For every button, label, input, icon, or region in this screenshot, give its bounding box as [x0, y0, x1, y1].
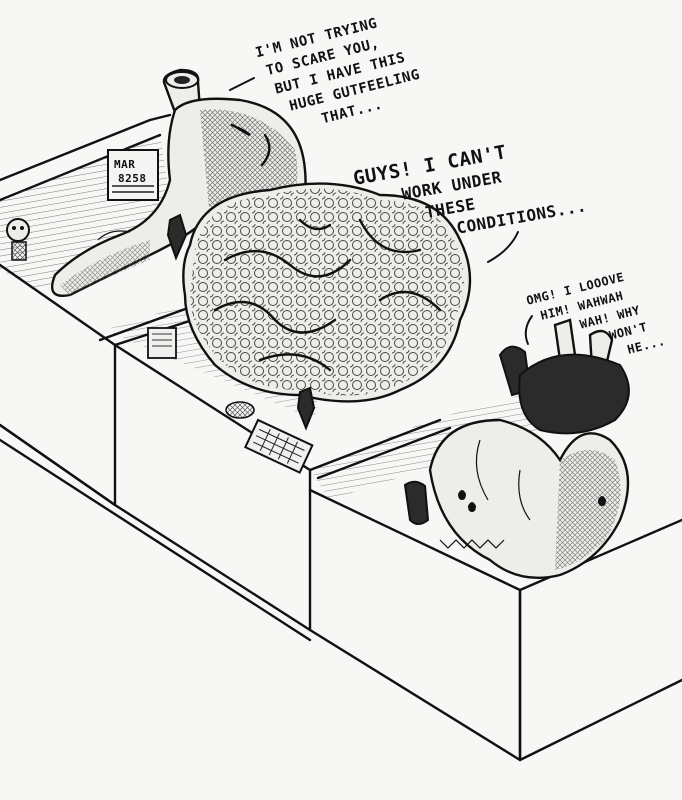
calendar-month: MAR: [114, 158, 135, 171]
brain-character: [182, 182, 472, 431]
middle-desk-items: [147, 327, 314, 474]
wall-calendar: MAR 8258: [107, 149, 159, 201]
stomach-character: [50, 68, 307, 297]
heart-speech-pointer: [524, 315, 533, 345]
calendar-date: 8258: [118, 172, 147, 185]
brain-speech-pointer: [487, 231, 519, 263]
skull-figurine: [6, 218, 30, 261]
stomach-speech-pointer: [229, 77, 255, 91]
cubicle-partitions: [0, 263, 682, 762]
heart-character: [403, 318, 630, 579]
